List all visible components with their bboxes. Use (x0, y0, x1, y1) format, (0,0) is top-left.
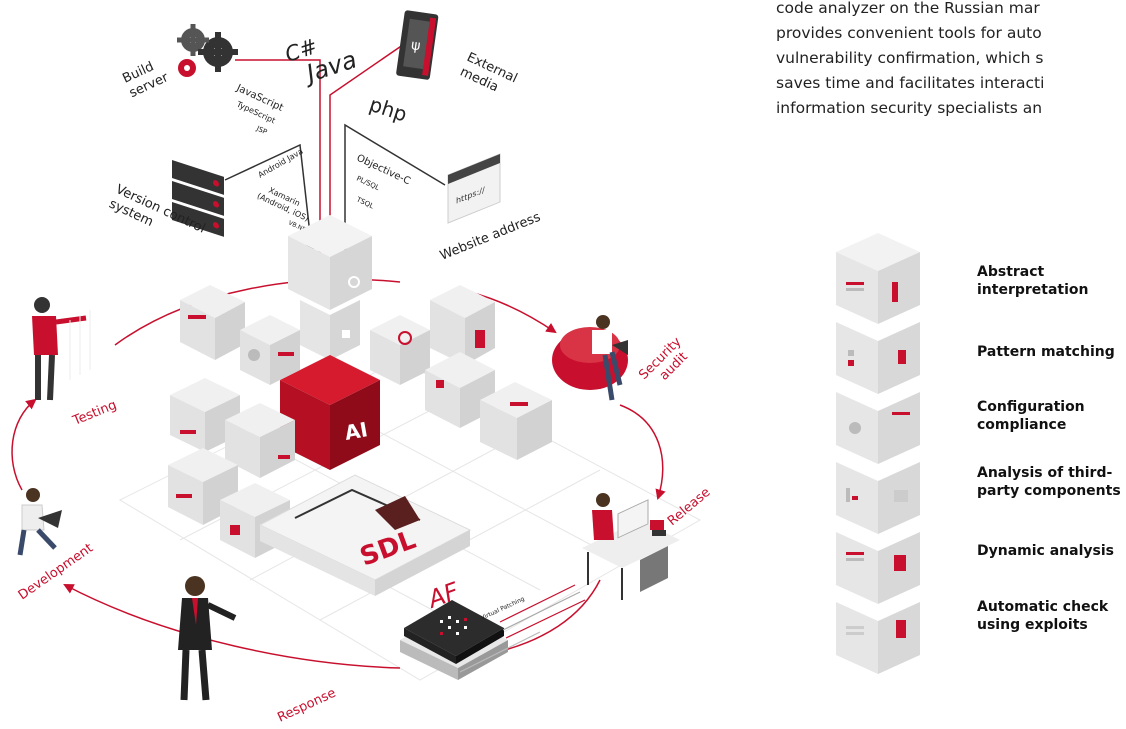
method-dynamic-analysis: Dynamic analysis (977, 542, 1122, 560)
cycle-release-label: Release (665, 485, 714, 529)
ai-cube-right (330, 380, 380, 470)
build-server-gears-icon (177, 24, 238, 77)
cycle-response-label: Response (275, 686, 338, 726)
browser-window-icon: https:// (447, 153, 501, 224)
svg-text:ψ: ψ (410, 37, 421, 54)
method-label-line: Automatic check (977, 599, 1109, 615)
virtual-patching-label: Virtual Patching (480, 595, 526, 621)
svg-text:Security audit: Security audit (636, 332, 698, 394)
method-cube-5 (836, 532, 920, 604)
method-label-line: interpretation (977, 282, 1089, 298)
method-label-line: compliance (977, 417, 1067, 433)
security-auditor-person (552, 315, 628, 401)
method-label-line: party components (977, 483, 1121, 499)
intro-line: code analyzer on the Russian mar (776, 0, 1040, 17)
intro-line: provides convenient tools for auto (776, 24, 1042, 42)
intro-paragraph: code analyzer on the Russian mar provide… (776, 0, 1126, 121)
arrow-audit-to-release (619, 404, 666, 501)
intro-line: vulnerability confirmation, which s (776, 49, 1044, 67)
ai-label: AI (343, 417, 370, 445)
source-flow-lines (224, 39, 446, 255)
svg-text:Build server: Build server (120, 55, 171, 101)
method-cube-2 (836, 322, 920, 394)
method-label-line: Dynamic analysis (977, 543, 1114, 559)
lang-php: php (366, 92, 410, 127)
lang-jsp: JSP (254, 124, 268, 136)
release-workstation (582, 493, 680, 600)
method-label-line: using exploits (977, 617, 1088, 633)
arrow-development-to-testing (11, 398, 37, 491)
sdl-platform (258, 474, 472, 596)
method-automatic-check: Automatic check using exploits (977, 598, 1122, 634)
method-pattern-matching: Pattern matching (977, 343, 1122, 361)
svg-text:External media: External media (458, 50, 524, 103)
analysis-cubes (168, 215, 552, 558)
lang-plsql: PL/SQL (355, 175, 381, 193)
methods-cube-stack (836, 233, 920, 674)
arrow-release-to-response (504, 579, 601, 651)
method-label-line: Abstract (977, 264, 1045, 280)
traffic-lines (459, 584, 586, 673)
method-cube-3 (836, 392, 920, 464)
method-cube-1 (836, 233, 920, 324)
developer-person (17, 488, 62, 556)
method-label-line: Analysis of third- (977, 465, 1113, 481)
method-abstract-interpretation: Abstract interpretation (977, 263, 1122, 299)
server-rack-icon (172, 160, 224, 237)
method-label-line: Configuration (977, 399, 1085, 415)
method-configuration-compliance: Configuration compliance (977, 398, 1122, 434)
lang-tsql: TSQL (354, 195, 375, 210)
method-third-party-analysis: Analysis of third- party components (977, 464, 1122, 500)
method-cube-4 (836, 462, 920, 534)
arrow-response-to-development (63, 584, 401, 669)
cycle-testing-label: Testing (70, 398, 119, 429)
intro-line: saves time and facilitates interacti (776, 74, 1045, 92)
intro-line: information security specialists an (776, 99, 1043, 117)
method-label-line: Pattern matching (977, 344, 1115, 360)
method-cube-6 (836, 602, 920, 674)
manager-person (178, 576, 237, 701)
lang-android-java: Android Java (257, 147, 305, 180)
tester-person (32, 297, 91, 401)
usb-drive-icon: ψ (396, 10, 439, 80)
